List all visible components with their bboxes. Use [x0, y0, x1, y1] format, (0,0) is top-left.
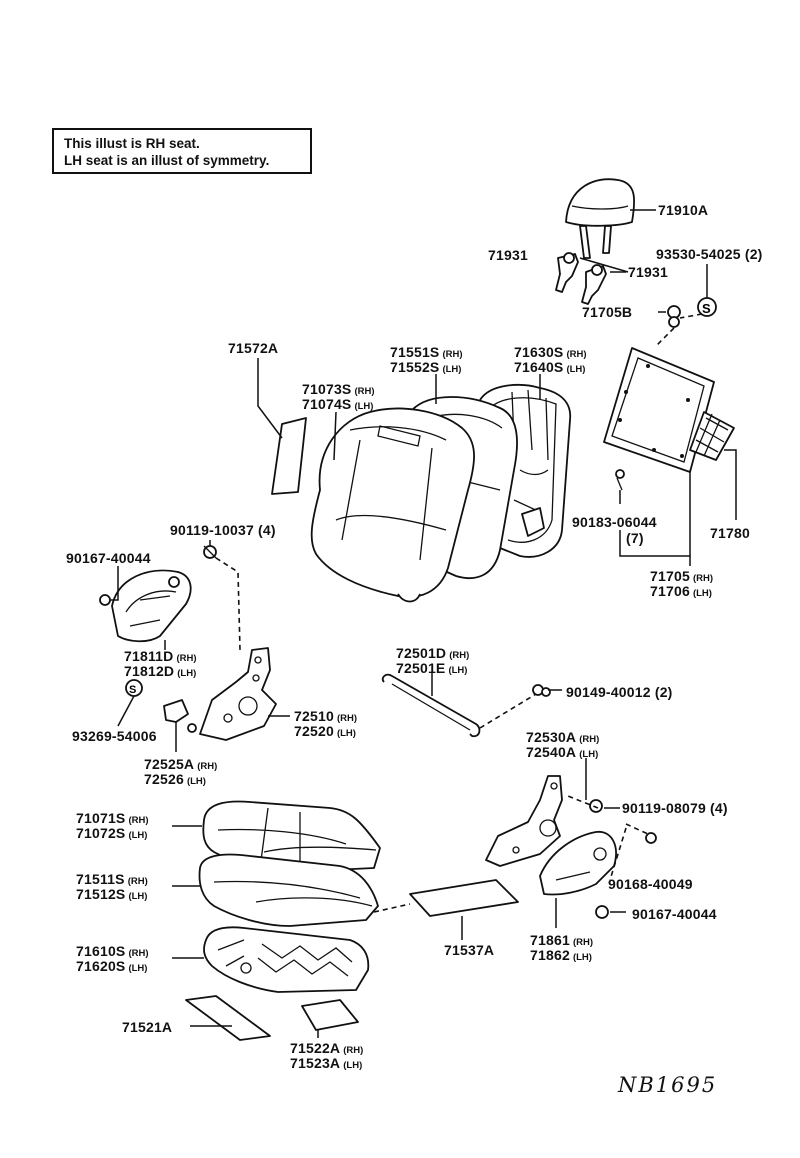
seat-cushion-pad [198, 853, 379, 927]
label-90119-08079: 90119-08079 (4) [622, 800, 728, 816]
label-71511s: 71511S(RH) [76, 871, 148, 887]
label-71780: 71780 [710, 525, 750, 541]
recliner-hinge-left [199, 647, 277, 741]
label-90167-40044-right: 90167-40044 [632, 906, 717, 922]
label-90149-40012: 90149-40012 (2) [566, 684, 673, 700]
label-71630s: 71630S(RH) [514, 344, 587, 360]
leader-lines [110, 209, 737, 1038]
label-72526: 72526(LH) [144, 771, 206, 787]
label-72540a: 72540A(LH) [526, 744, 599, 760]
recliner-cover-left [111, 569, 192, 643]
label-90167-40044-left: 90167-40044 [66, 550, 151, 566]
label-90183-qty: (7) [626, 530, 644, 546]
headrest-guides [555, 252, 607, 305]
label-72501d: 72501D(RH) [396, 645, 470, 661]
label-71640s: 71640S(LH) [514, 359, 586, 375]
label-71705b: 71705B [582, 304, 633, 320]
label-72530a: 72530A(RH) [526, 729, 600, 745]
headrest [565, 178, 635, 259]
label-71521a: 71521A [122, 1019, 173, 1035]
screw-icons: S S [99, 297, 717, 919]
svg-text:S: S [702, 301, 711, 316]
recliner-hinge-right [485, 775, 563, 867]
label-71931-left: 71931 [488, 247, 528, 263]
label-71074s: 71074S(LH) [302, 396, 374, 412]
label-72520: 72520(LH) [294, 723, 356, 739]
label-71931-right: 71931 [628, 264, 668, 280]
seat-cushion-frame [203, 926, 370, 993]
label-72501e: 72501E(LH) [396, 660, 468, 676]
note-line-1: This illust is RH seat. [64, 136, 200, 151]
label-71705: 71705(RH) [650, 568, 713, 584]
symmetry-note: This illust is RH seat. LH seat is an il… [52, 128, 312, 174]
label-90183-06044: 90183-06044 [572, 514, 657, 530]
label-71512s: 71512S(LH) [76, 886, 148, 902]
drawing-code: NB1695 [618, 1073, 718, 1097]
seatback-pad [310, 407, 475, 603]
connecting-rod [381, 673, 481, 738]
svg-text:S: S [129, 684, 136, 696]
label-71071s: 71071S(RH) [76, 810, 149, 826]
recliner-cover-right [539, 831, 617, 896]
label-93530-54025: 93530-54025 (2) [656, 246, 763, 262]
label-90168-40049: 90168-40049 [608, 876, 693, 892]
label-71812d: 71812D(LH) [124, 663, 197, 679]
label-71610s: 71610S(RH) [76, 943, 149, 959]
seat-pad-flat [409, 879, 519, 917]
label-72510: 72510(RH) [294, 708, 357, 724]
label-90119-10037: 90119-10037 (4) [170, 522, 276, 538]
label-71910a: 71910A [658, 202, 709, 218]
label-72525a: 72525A(RH) [144, 756, 218, 772]
label-71811d: 71811D(RH) [124, 648, 197, 664]
back-board [603, 347, 735, 473]
label-71551s: 71551S(RH) [390, 344, 463, 360]
label-71706: 71706(LH) [650, 583, 712, 599]
label-71862: 71862(LH) [530, 947, 592, 963]
side-pad [271, 417, 307, 495]
seat-cushion-cover [202, 800, 381, 873]
label-71552s: 71552S(LH) [390, 359, 462, 375]
label-71072s: 71072S(LH) [76, 825, 148, 841]
label-71522a: 71522A(RH) [290, 1040, 364, 1056]
label-71861: 71861(RH) [530, 932, 593, 948]
label-71572a: 71572A [228, 340, 279, 356]
recliner-knob [163, 699, 189, 723]
seat-pads-lower [185, 995, 359, 1041]
note-line-2: LH seat is an illust of symmetry. [64, 153, 270, 168]
label-93269-54006: 93269-54006 [72, 728, 157, 744]
label-71523a: 71523A(LH) [290, 1055, 363, 1071]
label-71620s: 71620S(LH) [76, 958, 148, 974]
label-71537a: 71537A [444, 942, 495, 958]
label-71073s: 71073S(RH) [302, 381, 375, 397]
